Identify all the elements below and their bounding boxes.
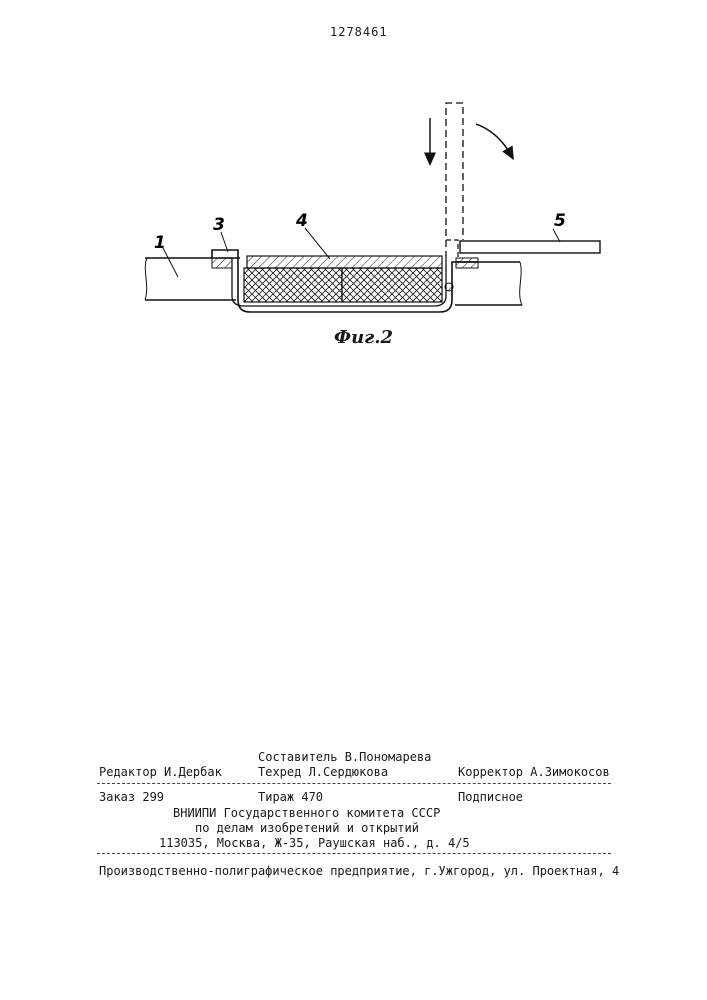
leader-line-3 [221, 232, 228, 252]
corrector-line: Корректор А.Зимокосов [458, 765, 610, 779]
seal-ring [445, 283, 453, 291]
cover-layer [247, 256, 442, 268]
pressing-tool [446, 103, 463, 258]
lever-part [460, 241, 600, 253]
org-line-2: по делам изобретений и открытий [195, 821, 419, 835]
label-1: 1 [154, 233, 166, 253]
leader-line-4 [305, 228, 330, 259]
order-line: Заказ 299 [99, 790, 164, 804]
tech-editor-line: Техред Л.Сердюкова [258, 765, 388, 779]
filling-block-left [244, 268, 342, 302]
label-4: 4 [295, 211, 308, 231]
technical-drawing: 1 3 4 5 [0, 0, 707, 360]
divider-top [97, 783, 611, 784]
compiler-line: Составитель В.Пономарева [258, 750, 431, 764]
filling-block-right [342, 268, 442, 302]
circulation-line: Тираж 470 [258, 790, 323, 804]
label-5: 5 [554, 211, 566, 231]
org-line-1: ВНИИПИ Государственного комитета СССР [173, 806, 440, 820]
subscription-line: Подписное [458, 790, 523, 804]
editor-line: Редактор И.Дербак [99, 765, 222, 779]
printer-line: Производственно-полиграфическое предприя… [99, 864, 619, 878]
label-3: 3 [213, 215, 225, 235]
rotation-arrow [476, 124, 511, 155]
figure-caption: Фиг.2 [334, 327, 393, 348]
divider-bottom [97, 853, 611, 854]
org-address: 113035, Москва, Ж-35, Раушская наб., д. … [159, 836, 470, 850]
